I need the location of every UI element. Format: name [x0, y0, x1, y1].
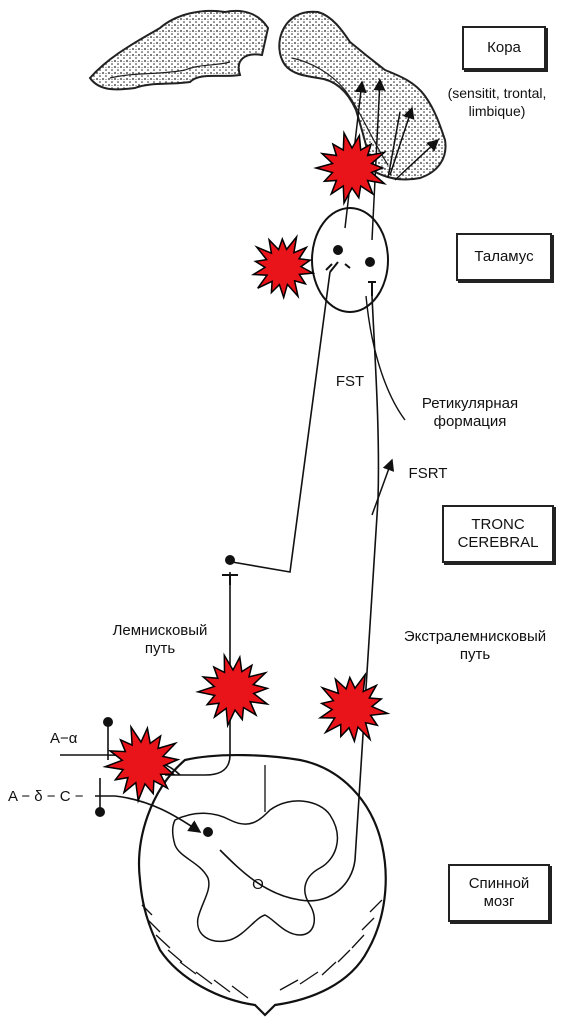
cortex-label: Кора [487, 39, 521, 57]
spinal-cord-label-box: Спинной мозг [448, 864, 550, 922]
starburst-shape [320, 675, 387, 742]
lemniscal-relay-neuron [225, 555, 235, 565]
lemniscal-pathway-label: Лемнисковый путь [85, 622, 235, 658]
cortex-areas-label: (sensitit, trontal, limbique) [432, 84, 562, 120]
extralemniscal-pathway-label: Экстралемнисковый путь [385, 628, 565, 664]
red-starburst-icon [198, 655, 267, 725]
reticular-formation-label: Ретикулярная формация [400, 395, 540, 431]
fiber-a-delta-c-label: A − δ − C − [8, 788, 108, 806]
brainstem-line-1: TRONC [471, 516, 524, 534]
thalamus-synapse [326, 262, 376, 296]
spinal-cord-striation [142, 900, 382, 998]
fsrt-label: FSRT [398, 465, 458, 483]
lemniscal-relay-synapse [222, 575, 238, 585]
spinal-gray-matter [173, 801, 338, 941]
thalamus-neuron-right [365, 257, 375, 267]
starburst-shape [253, 237, 313, 298]
starburst-shape [105, 727, 178, 801]
spinal-line-1: Спинной [469, 875, 530, 893]
red-starburst-icon [105, 727, 178, 801]
gray-matter-mark: O [248, 876, 268, 894]
spinal-dorsal-horn-neuron [203, 827, 213, 837]
thalamus-neuron-left [333, 245, 343, 255]
extralemniscal-line-2: путь [385, 646, 565, 664]
fiber-a-delta-c-soma [95, 807, 105, 817]
fiber-a-alpha-soma [103, 717, 113, 727]
starburst-shape [198, 655, 267, 725]
thalamus-label: Таламус [474, 248, 533, 266]
extralemniscal-line-1: Экстралемнисковый [385, 628, 565, 646]
thalamus-circle [312, 208, 388, 312]
fiber-a-alpha-label: A−α [50, 730, 100, 748]
reticular-line-2: формация [400, 413, 540, 431]
brainstem-line-2: CEREBRAL [458, 534, 539, 552]
brainstem-label-box: TRONC CEREBRAL [442, 505, 554, 563]
thalamus-label-box: Таламус [456, 233, 552, 281]
cortex-left-hemisphere [90, 11, 268, 90]
reticular-line-1: Ретикулярная [400, 395, 540, 413]
lemniscal-line-1: Лемнисковый [85, 622, 235, 640]
spinal-line-2: мозг [484, 893, 515, 911]
red-starburst-icon [320, 675, 387, 742]
cortex-label-box: Кора [462, 26, 546, 70]
lemniscal-line-2: путь [85, 640, 235, 658]
fsrt-arrow [372, 460, 392, 515]
red-starburst-icon [253, 237, 313, 298]
fst-label: FST [325, 373, 375, 391]
